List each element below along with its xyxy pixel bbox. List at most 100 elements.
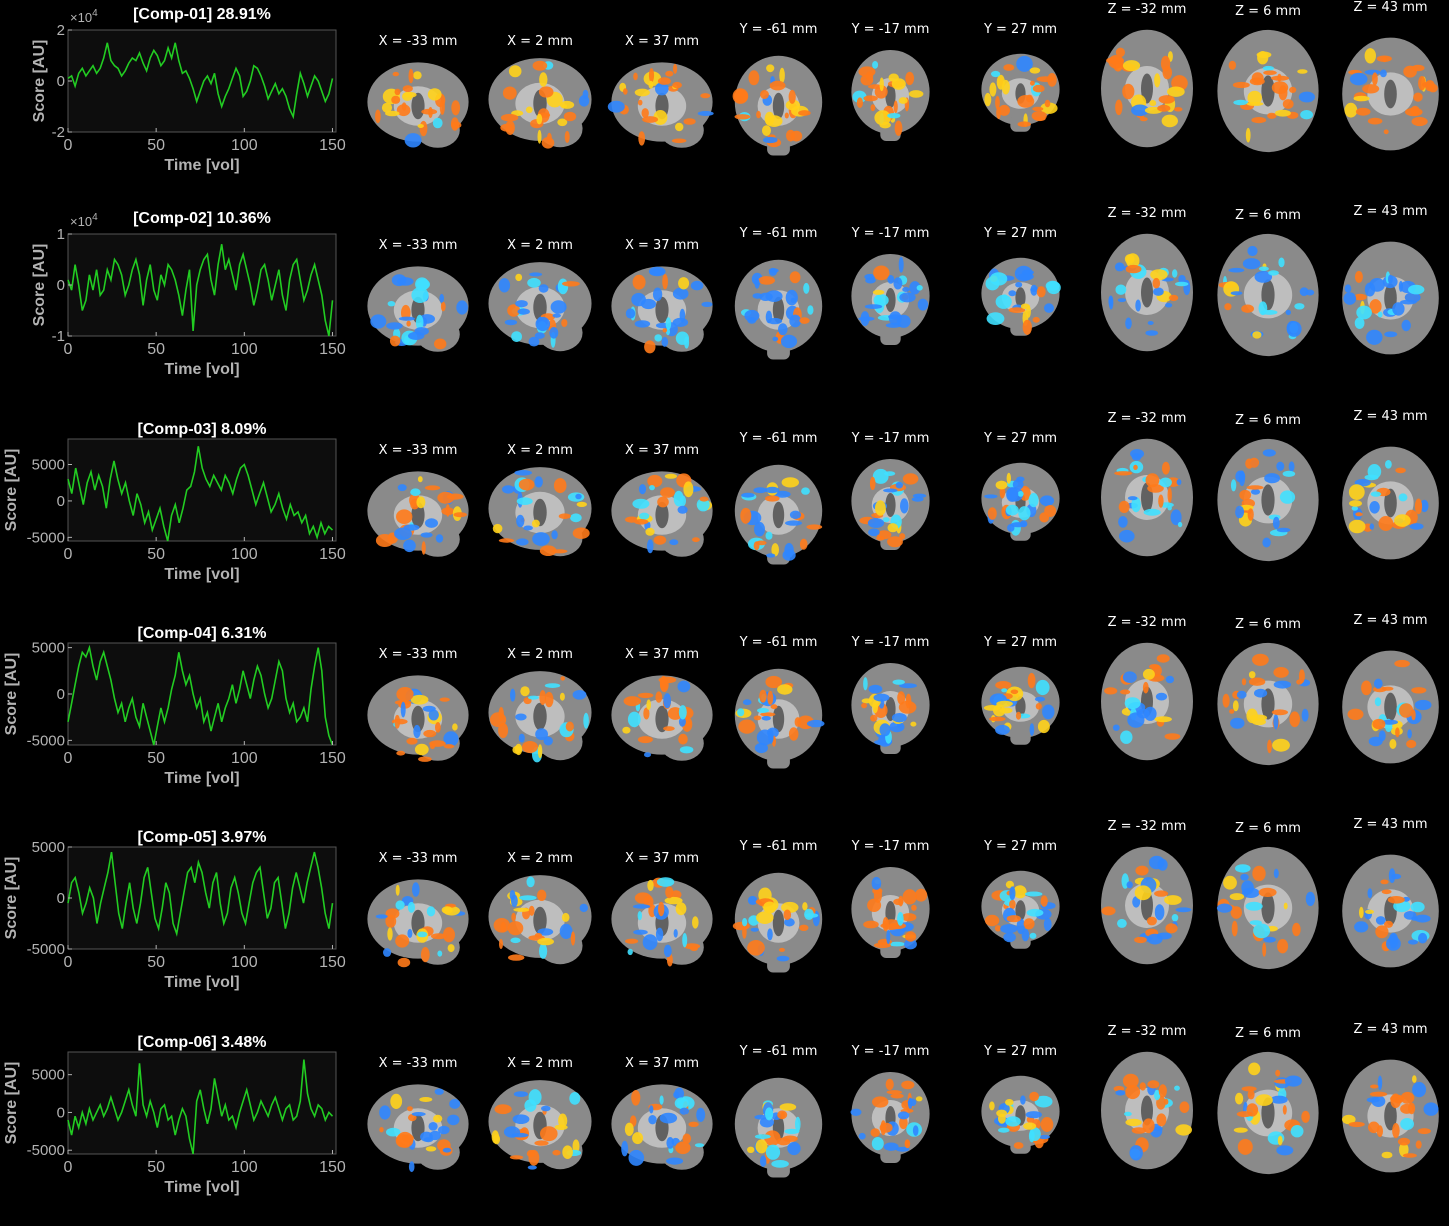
x-tick-label: 150 xyxy=(319,1159,346,1176)
component-title: [Comp-04] 6.31% xyxy=(137,624,267,642)
x-tick-label: 100 xyxy=(231,750,258,767)
y-tick-label: -5000 xyxy=(27,732,65,749)
brain-slice-image xyxy=(732,55,823,156)
y-axis-label: Score [AU] xyxy=(31,244,48,327)
y-tick-label: 5000 xyxy=(32,456,65,473)
x-tick-label: 50 xyxy=(147,546,165,563)
slice-label: Y = -61 mm xyxy=(739,226,818,242)
slice-label: Z = 6 mm xyxy=(1235,1025,1301,1041)
brain-slice-image xyxy=(1342,1059,1439,1172)
slice-label: Z = -32 mm xyxy=(1107,614,1187,630)
slice-label: Y = 27 mm xyxy=(983,22,1058,37)
brain-slice-image xyxy=(611,877,713,967)
x-tick-label: 0 xyxy=(64,546,73,563)
component-title: [Comp-03] 8.09% xyxy=(137,420,267,438)
brain-slice-image xyxy=(1101,846,1193,965)
x-axis-label: Time [vol] xyxy=(164,974,239,991)
slice-label: Z = -32 mm xyxy=(1107,410,1187,426)
slice-label: X = -33 mm xyxy=(378,442,458,458)
brain-slice-image xyxy=(981,870,1060,949)
y-tick-label: 5000 xyxy=(32,640,65,657)
x-tick-label: 50 xyxy=(147,750,165,767)
score-trace xyxy=(67,852,334,938)
plot-area xyxy=(67,642,337,746)
x-axis-label: Time [vol] xyxy=(164,157,239,174)
x-axis-label: Time [vol] xyxy=(164,1179,239,1196)
slice-label: Z = 43 mm xyxy=(1353,1021,1428,1037)
slice-label: Y = 27 mm xyxy=(983,839,1058,855)
score-trace xyxy=(67,1059,334,1154)
slice-label: X = 2 mm xyxy=(507,1055,573,1071)
brain-slice-image xyxy=(851,50,930,141)
brain-slice-image xyxy=(607,62,714,148)
y-tick-label: -5000 xyxy=(27,1142,65,1159)
brain-slice-image xyxy=(851,662,930,754)
y-tick-label: 0 xyxy=(57,1104,65,1121)
x-tick-label: 0 xyxy=(64,137,73,154)
slice-label: X = 2 mm xyxy=(507,238,573,254)
y-tick-label: -2 xyxy=(52,124,65,141)
slice-label: Z = 43 mm xyxy=(1353,204,1428,220)
plot-area xyxy=(67,438,337,542)
y-tick-label: 5000 xyxy=(32,1066,65,1083)
slice-label: Y = 27 mm xyxy=(983,1043,1058,1059)
y-tick-label: -5000 xyxy=(27,941,65,958)
slice-label: X = 2 mm xyxy=(507,34,573,49)
x-tick-label: 100 xyxy=(231,341,258,358)
brain-slice-image xyxy=(1101,438,1193,556)
y-exponent-label: ×104 xyxy=(70,8,98,25)
brain-slice-image xyxy=(734,260,823,360)
plot-area xyxy=(67,846,337,950)
x-tick-label: 100 xyxy=(231,1159,258,1176)
y-tick-label: -1 xyxy=(52,328,65,345)
brain-slice-image xyxy=(367,879,469,968)
brain-slice-image xyxy=(488,466,592,556)
x-tick-label: 150 xyxy=(319,546,346,563)
brain-slice-image xyxy=(488,875,592,965)
brain-slice-image xyxy=(1101,642,1193,761)
y-tick-label: 0 xyxy=(57,890,65,907)
slice-label: Z = -32 mm xyxy=(1107,2,1187,17)
slice-label: Y = -61 mm xyxy=(739,22,818,37)
brain-slice-image xyxy=(1217,234,1319,357)
slice-label: X = -33 mm xyxy=(378,646,458,662)
y-tick-label: 0 xyxy=(57,277,65,294)
brain-slice-image xyxy=(851,458,930,550)
x-tick-label: 150 xyxy=(319,954,346,971)
brain-slice-image xyxy=(611,470,713,557)
brain-slice-image xyxy=(850,1071,930,1163)
brain-slice-image xyxy=(732,872,823,973)
brain-slice-image xyxy=(1342,650,1439,764)
y-tick-label: 1 xyxy=(57,226,65,243)
slice-label: X = -33 mm xyxy=(378,34,458,49)
score-trace xyxy=(67,42,334,120)
brain-slice-image xyxy=(1342,37,1439,151)
x-tick-label: 100 xyxy=(231,546,258,563)
brain-slice-image xyxy=(1101,1051,1193,1169)
brain-slice-image xyxy=(488,1079,592,1170)
y-tick-label: 0 xyxy=(57,686,65,703)
slice-label: Z = 6 mm xyxy=(1235,208,1301,224)
brain-slice-image xyxy=(367,266,469,353)
slice-label: Z = 43 mm xyxy=(1353,612,1428,628)
brain-slice-image xyxy=(1217,1051,1319,1174)
slice-label: Y = 27 mm xyxy=(983,634,1058,650)
slice-label: Y = -17 mm xyxy=(851,22,930,37)
brain-slice-image xyxy=(981,258,1061,337)
slice-label: Z = 43 mm xyxy=(1353,408,1428,424)
slice-label: X = 37 mm xyxy=(624,646,700,662)
slice-label: X = -33 mm xyxy=(378,1055,458,1071)
x-tick-label: 0 xyxy=(64,341,73,358)
slice-label: Y = -17 mm xyxy=(851,430,930,446)
slice-label: X = 2 mm xyxy=(507,442,573,458)
slice-label: Y = 27 mm xyxy=(983,430,1058,446)
y-axis-label: Score [AU] xyxy=(3,1061,20,1144)
y-exponent: 4 xyxy=(92,212,98,223)
slice-label: Z = 6 mm xyxy=(1235,412,1301,428)
